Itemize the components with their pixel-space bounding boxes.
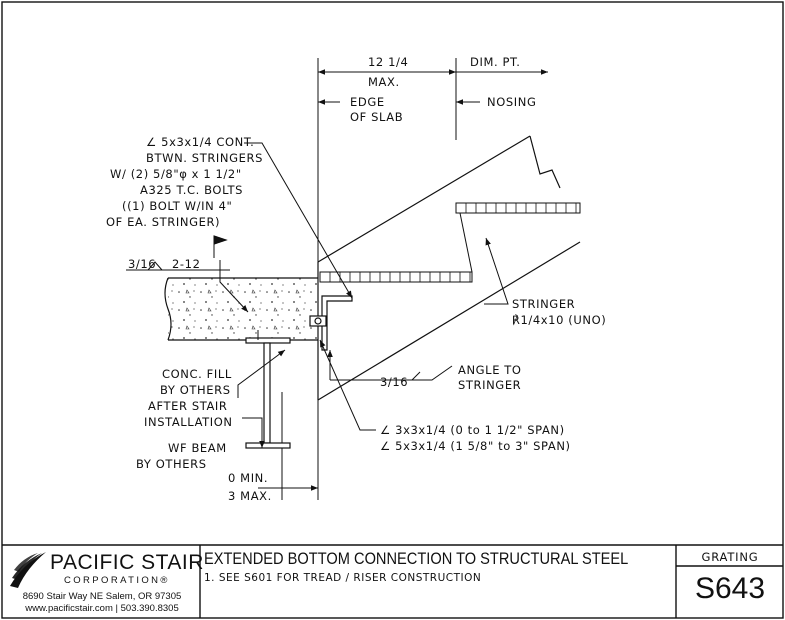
leader-lines: [126, 142, 509, 448]
drawing-note: 1. SEE S601 FOR TREAD / RISER CONSTRUCTI…: [204, 572, 482, 584]
company-subtitle: CORPORATION®: [64, 575, 170, 586]
dim-point-label: DIM. PT.: [470, 55, 521, 69]
gap-min-label: 0 MIN.: [228, 471, 268, 485]
grating-bars: [329, 203, 577, 282]
stringer-plate: [317, 135, 581, 401]
overall-dimension-qualifier: MAX.: [368, 75, 400, 89]
nosing-label: NOSING: [487, 95, 536, 109]
company-name: PACIFIC STAIR: [50, 551, 204, 574]
stair-swoosh-logo-icon: [10, 552, 46, 588]
angle-size-note-1: ∠ 3x3x1/4 (0 to 1 1/2" SPAN): [380, 423, 565, 437]
edge-of-slab-label-2: OF SLAB: [350, 110, 403, 124]
angle-bolts-note-4: A325 T.C. BOLTS: [140, 183, 243, 197]
conc-fill-note-1: CONC. FILL: [162, 367, 232, 381]
weld-left-size: 3/16: [128, 257, 156, 271]
drawing-category: GRATING: [701, 550, 759, 564]
angle-to-stringer-2: STRINGER: [458, 378, 521, 392]
angle-bolts-note-5: ((1) BOLT W/IN 4": [122, 199, 232, 213]
edge-of-slab-label-1: EDGE: [350, 95, 385, 109]
dimension-lines: [258, 58, 548, 500]
angle-bolts-note-1: ∠ 5x3x1/4 CONT.: [146, 135, 254, 149]
gap-max-label: 3 MAX.: [228, 489, 272, 503]
company-contact: www.pacificstair.com | 503.390.8305: [25, 603, 179, 614]
wf-beam-note-1: WF BEAM: [168, 441, 227, 455]
overall-dimension-label: 12 1/4: [368, 55, 408, 69]
angle-size-note-2: ∠ 5x3x1/4 (1 5/8" to 3" SPAN): [380, 439, 571, 453]
stringer-label-2: ℟1/4x10 (UNO): [512, 313, 606, 327]
angle-bolts-note-6: OF EA. STRINGER): [106, 215, 220, 229]
conc-fill-note-4: INSTALLATION: [144, 415, 233, 429]
stringer-flag-icon: [213, 235, 228, 258]
angle-bolts-note-3: W/ (2) 5/8"φ x 1 1/2": [110, 167, 242, 181]
conc-fill-note-3: AFTER STAIR: [148, 399, 228, 413]
angle-bolts-note-2: BTWN. STRINGERS: [146, 151, 263, 165]
wf-beam: [245, 337, 291, 449]
conc-fill-note-2: BY OTHERS: [160, 383, 231, 397]
sheet-number: S643: [694, 572, 766, 605]
wf-beam-note-2: BY OTHERS: [136, 457, 207, 471]
drawing-title: EXTENDED BOTTOM CONNECTION TO STRUCTURAL…: [204, 549, 629, 568]
stringer-label-1: STRINGER: [512, 297, 575, 311]
angle-to-stringer-1: ANGLE TO: [458, 363, 522, 377]
title-block-frame: [2, 544, 783, 618]
weld-left-length: 2-12: [172, 257, 201, 271]
weld-right-size: 3/16: [380, 375, 408, 389]
company-address: 8690 Stair Way NE Salem, OR 97305: [22, 591, 182, 602]
grating-treads: [319, 202, 581, 283]
